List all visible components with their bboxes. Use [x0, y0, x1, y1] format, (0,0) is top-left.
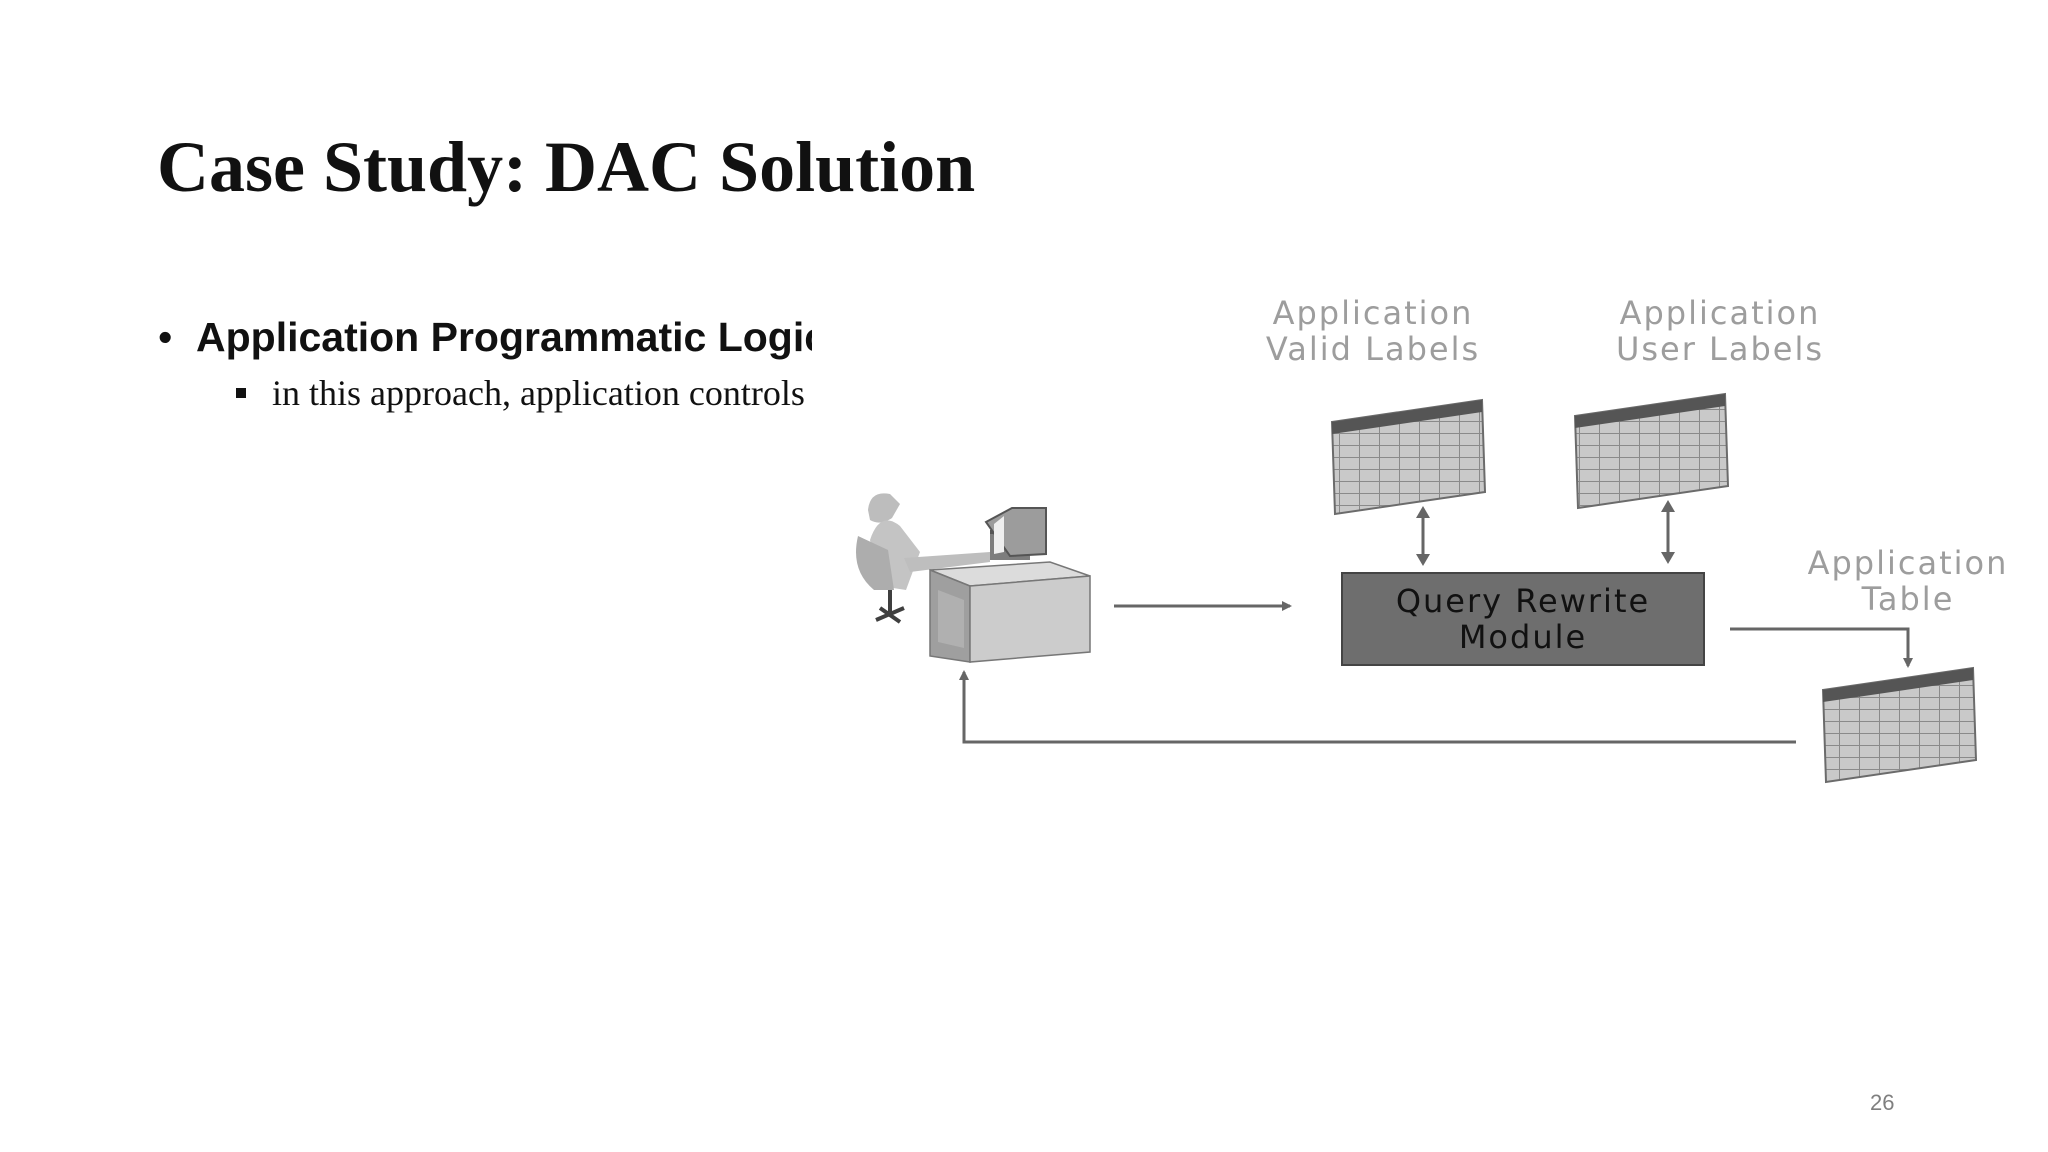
valid-labels-table-icon [1330, 398, 1487, 516]
user-workstation-icon [856, 493, 1091, 663]
valid-labels-subtitle: Valid Labels [1266, 330, 1480, 368]
module-to-table-arrow [1730, 627, 1913, 668]
bullet-item: •Application Programmatic Logic [158, 314, 812, 361]
bullet-sub-text: in this approach, application controls a… [272, 373, 812, 413]
bidirectional-arrow-icon [1416, 506, 1430, 566]
user-labels-subtitle: User Labels [1616, 330, 1824, 368]
app-table-title: Application [1808, 544, 2009, 582]
user-labels-table-icon [1573, 392, 1730, 510]
sub-bullet-item: in this approach, application controls a… [236, 372, 812, 414]
dac-diagram: Application Valid Labels Application Use… [856, 294, 2009, 784]
slide-title: Case Study: DAC Solution [157, 127, 976, 207]
module-label-line1: Query Rewrite [1396, 582, 1650, 620]
valid-labels-title: Application [1273, 294, 1474, 332]
user-labels-title: Application [1620, 294, 1821, 332]
page-number: 26 [1870, 1090, 1895, 1115]
bullet-main-text: Application Programmatic Logic [196, 314, 812, 360]
application-table-icon [1821, 666, 1978, 784]
query-rewrite-module: Query Rewrite Module [1341, 572, 1705, 666]
app-table-subtitle: Table [1861, 580, 1955, 618]
bidirectional-arrow-icon [1661, 500, 1675, 564]
module-label-line2: Module [1459, 618, 1587, 656]
table-to-user-arrow [959, 670, 1796, 744]
square-bullet-icon [236, 387, 246, 398]
bullet-list: •Application Programmatic Logic in this … [150, 300, 812, 440]
